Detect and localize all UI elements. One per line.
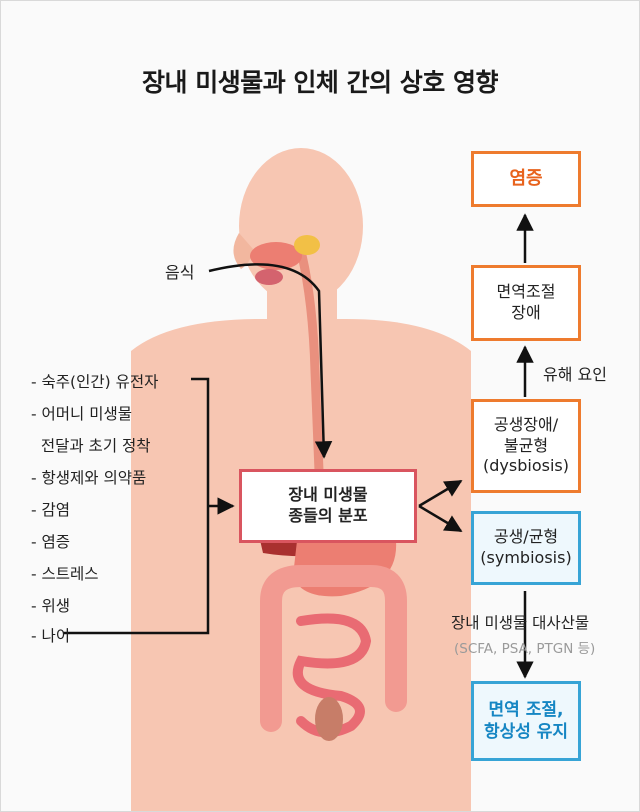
immune-disorder-box: 면역조절 장애 xyxy=(471,265,581,341)
factor-item: - 어머니 미생물 xyxy=(31,405,133,423)
large-intestine xyxy=(260,565,407,732)
symbiosis-line2: (symbiosis) xyxy=(480,548,572,567)
immune-disorder-line2: 장애 xyxy=(511,303,541,322)
dysbiosis-line2: 불균형 xyxy=(503,435,549,455)
dysbiosis-line1: 공생장애/ xyxy=(493,414,559,434)
food-arrow xyxy=(208,263,333,459)
factor-item: 전달과 초기 정착 xyxy=(31,437,151,455)
factor-item: - 염증 xyxy=(31,533,71,551)
factor-item: - 항생제와 의약품 xyxy=(31,469,147,487)
dysbiosis-line3: (dysbiosis) xyxy=(483,456,569,476)
factors-bracket xyxy=(63,377,235,635)
metabolite-label: 장내 미생물 대사산물 xyxy=(451,614,590,632)
factor-item: - 위생 xyxy=(31,597,71,615)
factor-item: - 감염 xyxy=(31,501,71,519)
to-symbiosis-arrow xyxy=(418,504,463,533)
homeostasis-line1: 면역 조절, xyxy=(488,699,564,720)
rectum xyxy=(315,697,343,741)
center-box-line1: 장내 미생물 xyxy=(288,485,368,505)
food-label: 음식 xyxy=(165,263,195,282)
immune-homeostasis-box: 면역 조절, 항상성 유지 xyxy=(471,681,581,761)
harmful-factor-label: 유해 요인 xyxy=(543,365,607,384)
factor-item: - 나이 xyxy=(31,627,71,645)
factor-item: - 숙주(인간) 유전자 xyxy=(31,373,159,391)
diagram-title: 장내 미생물과 인체 간의 상호 영향 xyxy=(141,68,499,97)
metabolite-examples: (SCFA, PSA, PTGN 등) xyxy=(454,641,596,657)
center-box-line2: 종들의 분포 xyxy=(288,506,368,525)
inflammation-text: 염증 xyxy=(509,168,543,190)
symbiosis-box: 공생/균형 (symbiosis) xyxy=(471,511,581,585)
symbiosis-line1: 공생/균형 xyxy=(493,527,559,547)
inflammation-box: 염증 xyxy=(471,151,581,207)
factor-item: - 스트레스 xyxy=(31,565,99,583)
esophagus xyxy=(250,235,324,472)
homeostasis-line2: 항상성 유지 xyxy=(483,722,569,742)
immune-disorder-line1: 면역조절 xyxy=(496,282,556,302)
to-dysbiosis-arrow xyxy=(418,479,463,508)
small-intestine xyxy=(292,613,372,738)
face-profile xyxy=(233,233,253,269)
microbiome-distribution-box: 장내 미생물 종들의 분포 xyxy=(239,469,417,543)
dysbiosis-box: 공생장애/ 불균형 (dysbiosis) xyxy=(471,399,581,493)
